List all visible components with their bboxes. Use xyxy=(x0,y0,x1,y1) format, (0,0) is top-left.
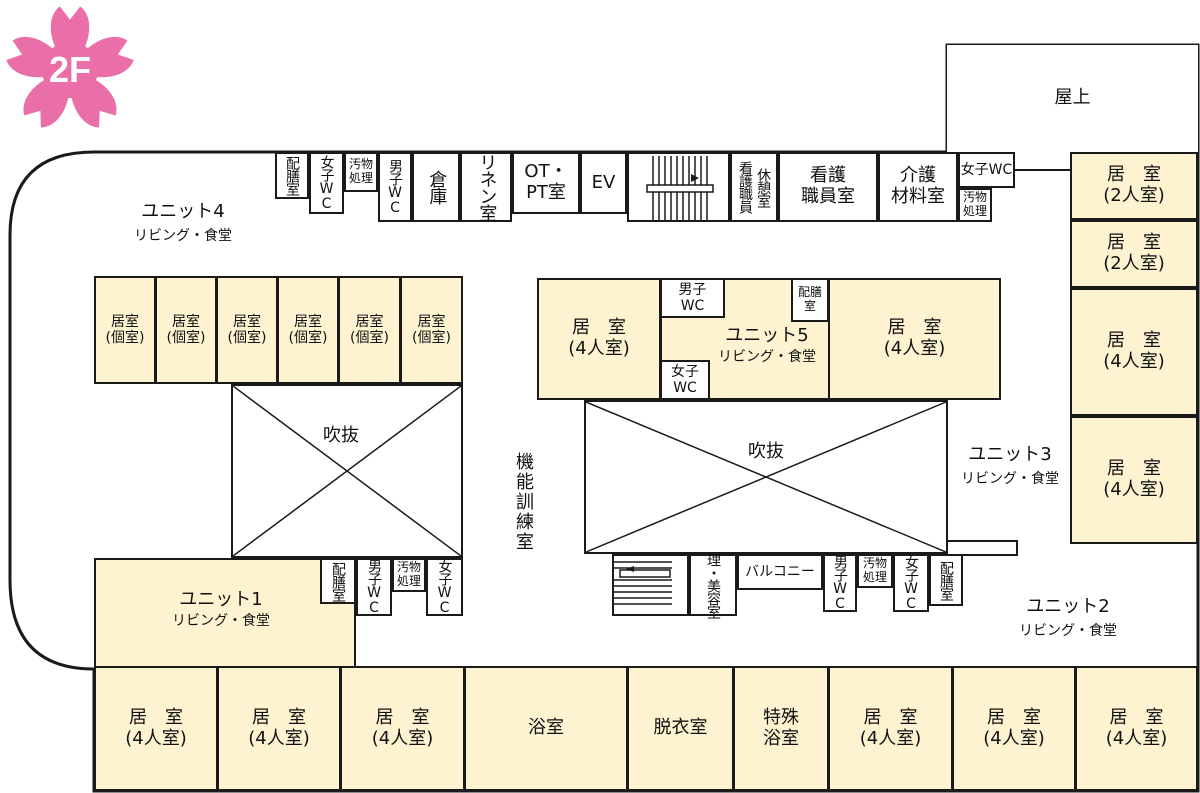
ot-pt-room: OT・ PT室 xyxy=(512,152,580,214)
room-2person-2: 居 室 (2人室) xyxy=(1070,220,1198,288)
atrium-left-label: 吹抜 xyxy=(323,425,359,447)
room-4person-right-2: 居 室 (4人室) xyxy=(1070,416,1198,544)
room-4person-right-1: 居 室 (4人室) xyxy=(1070,288,1198,416)
floor-label: 2F xyxy=(49,49,91,90)
elevator: EV xyxy=(580,152,627,214)
private-room-1: 居室 (個室) xyxy=(94,276,156,384)
room-4person-bottom-2: 居 室 (4人室) xyxy=(217,666,341,791)
atrium-right: 吹抜 xyxy=(584,400,948,554)
womens-wc-right: 女子WC xyxy=(958,152,1015,188)
atrium-left: 吹抜 xyxy=(231,384,463,558)
haizen-unit2: 配膳室 xyxy=(929,554,963,606)
mens-wc-unit1: 男子WC xyxy=(356,558,392,616)
changing-room: 脱衣室 xyxy=(627,666,734,791)
rooftop: 屋上 xyxy=(947,45,1198,152)
unit3-living: リビング・食堂 xyxy=(961,471,1059,487)
soiled-utility-right: 汚物 処理 xyxy=(958,188,992,222)
linen-room: リネン室 xyxy=(460,152,512,222)
unit4-caption: ユニット4 リビング・食堂 xyxy=(118,197,248,245)
mens-wc-top: 男子WC xyxy=(378,152,412,222)
unit4-living: リビング・食堂 xyxy=(134,228,232,244)
haizen-unit5: 配膳室 xyxy=(791,278,829,322)
womens-wc-top: 女子WC xyxy=(309,152,344,214)
stairs-top-icon xyxy=(646,156,714,220)
private-room-2: 居室 (個室) xyxy=(155,276,217,384)
nurse-staff-room: 看護 職員室 xyxy=(778,152,878,222)
soiled-utility-unit1: 汚物 処理 xyxy=(392,558,426,592)
stairs-top xyxy=(627,152,730,222)
unit5-living-label: リビング・食堂 xyxy=(718,348,816,365)
unit2-living: リビング・食堂 xyxy=(1019,623,1117,639)
mens-wc-unit5: 男子WC xyxy=(660,278,725,318)
unit1-living: ユニット1 リビング・食堂 xyxy=(94,558,356,668)
soiled-utility-top: 汚物 処理 xyxy=(344,152,378,192)
atrium-right-label: 吹抜 xyxy=(748,441,784,463)
unit2-name: ユニット2 xyxy=(1026,596,1110,617)
atrium-left-cross xyxy=(233,386,461,556)
womens-wc-unit1: 女子WC xyxy=(426,558,463,616)
private-room-5: 居室 (個室) xyxy=(338,276,401,384)
care-supply-room: 介護 材料室 xyxy=(878,152,958,222)
room-4person-bottom-6: 居 室 (4人室) xyxy=(1075,666,1198,791)
storage-room: 倉庫 xyxy=(412,152,460,222)
room-4person-unit5-right: 居 室 (4人室) xyxy=(828,278,1001,400)
private-room-6: 居室 (個室) xyxy=(400,276,463,384)
atrium-right-cross xyxy=(586,402,946,552)
unit2-caption: ユニット2 リビング・食堂 xyxy=(1018,592,1118,640)
unit5-name: ユニット5 xyxy=(725,325,809,346)
balcony: バルコニー xyxy=(737,554,823,590)
room-4person-bottom-4: 居 室 (4人室) xyxy=(828,666,953,791)
unit1-name: ユニット1 xyxy=(179,589,263,610)
room-2person-1: 居 室 (2人室) xyxy=(1070,152,1198,220)
room-4person-bottom-5: 居 室 (4人室) xyxy=(952,666,1076,791)
special-bathroom: 特殊 浴室 xyxy=(733,666,829,791)
stairs-bottom-icon xyxy=(614,561,672,605)
haizen-unit1: 配膳室 xyxy=(320,558,356,604)
sakura-icon: 2F xyxy=(3,3,137,130)
unit5-caption: ユニット5 リビング・食堂 xyxy=(702,325,832,365)
private-room-4: 居室 (個室) xyxy=(277,276,339,384)
unit1-living-label: リビング・食堂 xyxy=(172,612,270,629)
womens-wc-unit2: 女子WC xyxy=(893,554,929,612)
soiled-utility-unit2: 汚物 処理 xyxy=(857,554,893,588)
unit3-caption: ユニット3 リビング・食堂 xyxy=(960,440,1060,488)
unit1-caption: ユニット1 リビング・食堂 xyxy=(156,589,286,629)
rest-room-nurses: 看護職員 休憩室 xyxy=(730,152,778,222)
womens-wc-unit5: 女子WC xyxy=(660,360,710,400)
unit4-name: ユニット4 xyxy=(141,201,225,222)
bathroom: 浴室 xyxy=(464,666,628,791)
floor-badge: 2F xyxy=(0,0,140,140)
rooftop-label: 屋上 xyxy=(1054,87,1091,109)
unit3-name: ユニット3 xyxy=(968,444,1052,465)
room-4person-bottom-3: 居 室 (4人室) xyxy=(340,666,465,791)
stairs-bottom xyxy=(612,554,689,616)
haizen-room-top: 配膳室 xyxy=(275,152,309,199)
mens-wc-unit2: 男子WC xyxy=(823,554,857,612)
barber-room: 理・美容室 xyxy=(689,553,737,618)
room-4person-bottom-1: 居 室 (4人室) xyxy=(94,666,218,791)
room-4person-unit5-left: 居 室 (4人室) xyxy=(537,278,661,400)
private-room-3: 居室 (個室) xyxy=(216,276,278,384)
training-room-label: 機能訓練室 xyxy=(513,452,534,552)
